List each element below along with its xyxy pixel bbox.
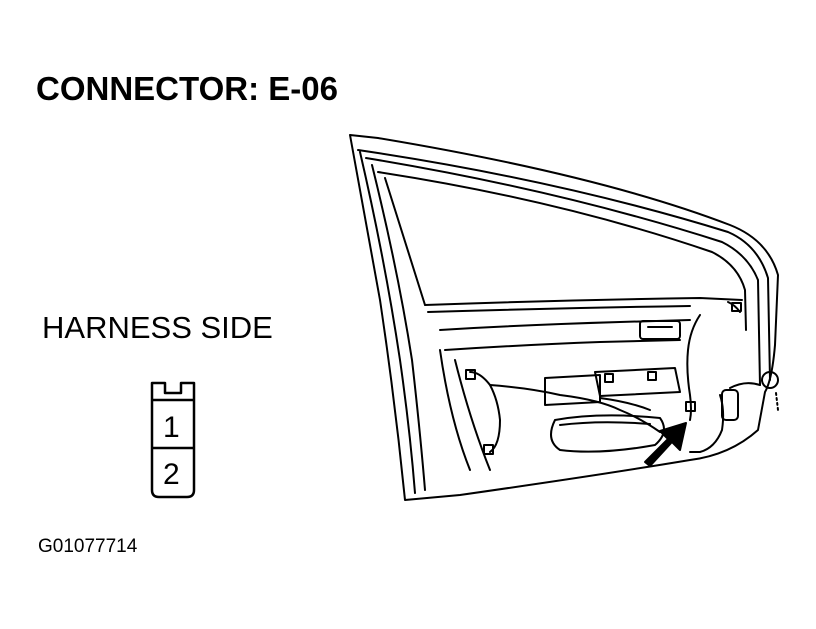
connector-face bbox=[150, 381, 196, 499]
pin-2-label: 2 bbox=[163, 458, 180, 491]
connector-title: CONNECTOR: E-06 bbox=[36, 70, 338, 107]
pin-1-label: 1 bbox=[163, 411, 180, 444]
connector-pointer-arrow bbox=[644, 422, 687, 467]
harness-side-label: HARNESS SIDE bbox=[42, 310, 273, 345]
figure-id: G01077714 bbox=[38, 536, 138, 557]
door-illustration bbox=[349, 134, 779, 501]
